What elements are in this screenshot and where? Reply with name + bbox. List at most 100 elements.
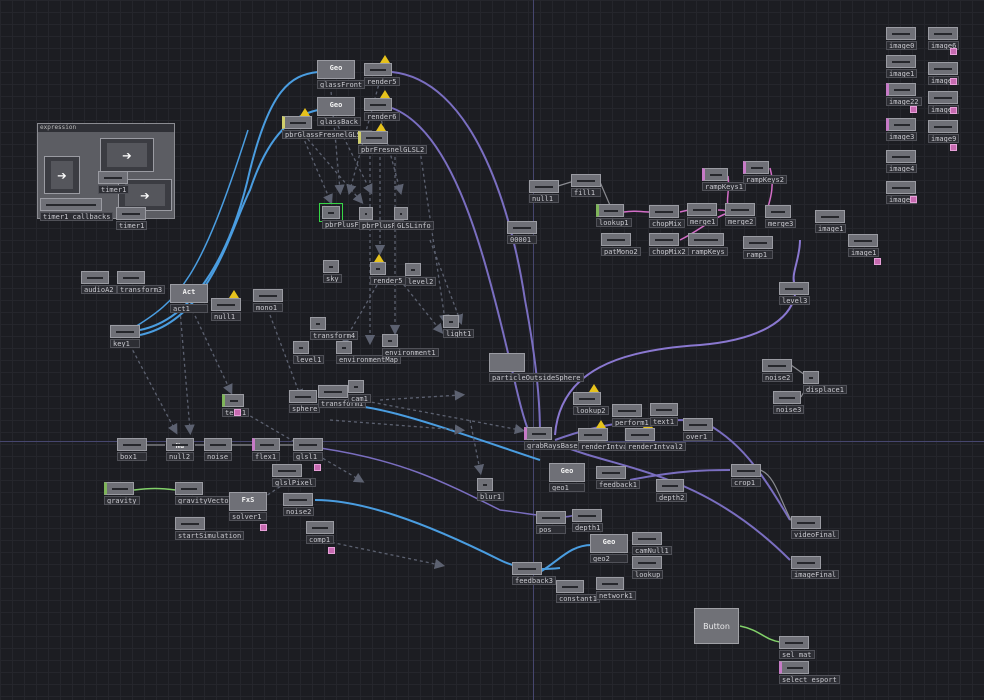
node-transform4[interactable]: transform4 xyxy=(310,317,359,340)
node-viewer[interactable] xyxy=(252,438,280,451)
node-viewer[interactable] xyxy=(477,478,493,491)
node-viewer[interactable] xyxy=(323,260,339,273)
node-viewer[interactable] xyxy=(364,63,392,76)
node-viewer[interactable] xyxy=(364,98,392,111)
node-lookup1[interactable]: lookup1 xyxy=(596,204,632,227)
node-viewer[interactable] xyxy=(289,390,317,403)
node-viewer[interactable] xyxy=(928,120,958,133)
node-viewer[interactable]: Geo xyxy=(549,463,585,482)
node-img_r3[interactable]: image3 xyxy=(886,118,918,141)
node-viewer[interactable] xyxy=(928,91,958,104)
node-null_cam[interactable]: sky xyxy=(323,260,342,283)
node-viewer[interactable] xyxy=(886,150,916,163)
node-level2[interactable]: level2 xyxy=(405,263,437,286)
node-viewer[interactable] xyxy=(529,180,559,193)
node-viewer[interactable] xyxy=(443,315,459,328)
node-viewer[interactable] xyxy=(886,55,916,68)
node-box1[interactable]: box1 xyxy=(117,438,147,461)
node-sel_mat[interactable]: sel_mat xyxy=(779,636,815,659)
node-viewer[interactable] xyxy=(175,482,203,495)
node-viewer[interactable] xyxy=(98,171,128,184)
node-viewer[interactable] xyxy=(359,207,373,220)
node-crop1[interactable]: crop1 xyxy=(731,464,761,487)
node-comp1[interactable]: comp1 xyxy=(306,521,334,544)
node-viewer[interactable] xyxy=(293,438,323,451)
node-viewer[interactable] xyxy=(596,204,624,217)
node-viewer[interactable] xyxy=(310,317,326,330)
node-viewer[interactable] xyxy=(743,236,773,249)
node-viewer[interactable]: Geo xyxy=(317,97,355,116)
node-viewer[interactable] xyxy=(725,203,755,216)
node-timer2[interactable]: timer1 xyxy=(116,207,148,230)
node-viewer[interactable] xyxy=(358,131,388,144)
node-glsl1[interactable]: glsl1 xyxy=(293,438,323,461)
node-viewer[interactable] xyxy=(848,234,878,247)
node-sphere[interactable]: sphere xyxy=(289,390,321,413)
node-light1[interactable]: light1 xyxy=(443,315,475,338)
node-viewer[interactable] xyxy=(336,341,352,354)
node-viewer[interactable] xyxy=(815,210,845,223)
node-perform1[interactable]: perform1 xyxy=(612,404,652,427)
node-particle[interactable]: particleOutsideSphere xyxy=(489,353,584,382)
node-img_s0[interactable]: image6 xyxy=(928,27,960,50)
node-viewer[interactable] xyxy=(886,83,916,96)
node-viewer[interactable] xyxy=(489,353,525,372)
node-viewer[interactable] xyxy=(394,207,408,220)
node-noise_fx[interactable]: noise xyxy=(204,438,232,461)
node-viewer[interactable] xyxy=(702,168,728,181)
node-viewer[interactable] xyxy=(762,359,792,372)
node-viewer[interactable] xyxy=(572,509,602,522)
node-viewer[interactable] xyxy=(318,385,348,398)
node-img_r1[interactable]: image1 xyxy=(886,55,918,78)
timer-comp-c[interactable]: ➔ xyxy=(118,179,172,211)
node-rampkeys1[interactable]: rampKeys1 xyxy=(702,168,746,191)
node-gravity[interactable]: gravity xyxy=(104,482,140,505)
node-fresnel_glsl2[interactable]: pbrFresnelGLSL2 xyxy=(358,123,428,154)
node-img_r5[interactable]: image5 xyxy=(886,181,918,204)
node-over1[interactable]: over1 xyxy=(683,418,713,441)
node-viewer[interactable] xyxy=(204,438,232,451)
node-viewer[interactable] xyxy=(632,556,662,569)
node-viewer[interactable] xyxy=(731,464,761,477)
node-viewer[interactable] xyxy=(370,262,386,275)
node-level1[interactable]: level1 xyxy=(293,341,325,364)
node-timer1[interactable]: timer1 xyxy=(98,171,130,194)
node-network1[interactable]: network1 xyxy=(596,577,636,600)
node-render6[interactable]: render6 xyxy=(364,90,400,121)
node-displace1[interactable]: displace1 xyxy=(803,371,847,394)
node-merge1[interactable]: merge1 xyxy=(687,203,719,226)
node-viewer[interactable] xyxy=(632,532,662,545)
node-glsl_pixel[interactable]: glslPixel xyxy=(272,464,316,487)
node-cam_null[interactable]: camNull1 xyxy=(632,532,672,555)
node-depth1[interactable]: depth1 xyxy=(572,509,604,532)
node-viewer[interactable] xyxy=(625,428,655,441)
node-viewer[interactable] xyxy=(507,221,537,234)
node-img_r2[interactable]: image22 xyxy=(886,83,922,106)
node-feedback3[interactable]: feedback3 xyxy=(512,562,556,585)
node-shader_info_c[interactable]: GLSLinfo xyxy=(394,207,434,230)
node-envmap[interactable]: environmentMap xyxy=(336,341,402,364)
node-chop_b[interactable]: chopMix2 xyxy=(649,233,689,256)
node-viewer[interactable] xyxy=(650,403,678,416)
node-img_r4[interactable]: image4 xyxy=(886,150,918,173)
node-viewer[interactable] xyxy=(791,516,821,529)
node-img_s3[interactable]: image9 xyxy=(928,120,960,143)
node-viewer[interactable] xyxy=(104,482,134,495)
node-viewer[interactable] xyxy=(779,282,809,295)
node-viewer[interactable] xyxy=(683,418,713,431)
node-viewer[interactable] xyxy=(282,116,312,129)
node-render_intval2[interactable]: renderIntval2 xyxy=(625,420,686,451)
node-noise2b[interactable]: noise2 xyxy=(283,493,315,516)
node-render_top[interactable]: render5 xyxy=(370,254,406,285)
node-noise3[interactable]: noise3 xyxy=(773,391,805,414)
node-viewer[interactable] xyxy=(596,577,624,590)
node-lookup[interactable]: lookup xyxy=(632,556,664,579)
node-merge3[interactable]: merge3 xyxy=(765,205,797,228)
node-shader_info_b[interactable]: pbrPlusFresnel xyxy=(359,207,425,230)
node-viewer[interactable] xyxy=(687,203,717,216)
